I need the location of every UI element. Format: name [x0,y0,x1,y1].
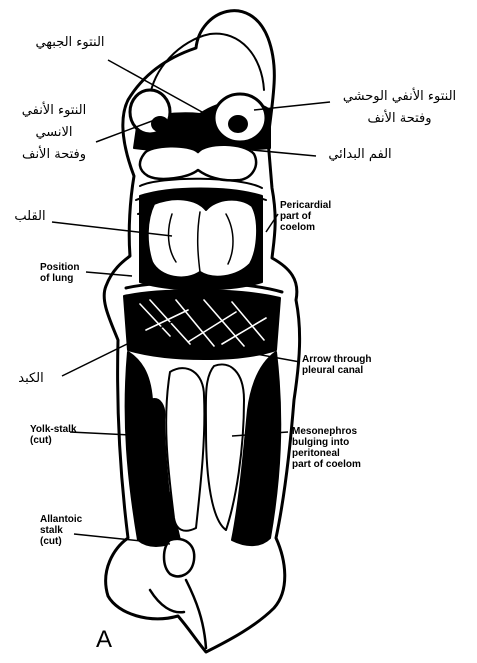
nasal-pit-left [152,117,168,131]
label-lateral-nasal: النتوء الأنفي الوحشي وفتحة الأنف [327,86,472,130]
label-pericardial: Pericardial part of coelom [280,200,331,233]
leader-lung [86,272,132,276]
label-yolk-stalk: Yolk-stalk (cut) [30,424,77,446]
leader-lateral-nasal [254,102,330,110]
heart [148,199,257,277]
nasal-pit-right [229,116,247,132]
label-allantoic: Allantoic stalk (cut) [40,514,82,547]
label-arrow-pleural: Arrow through pleural canal [302,354,371,376]
label-heart: القلب [4,206,56,228]
figure-letter: A [96,626,112,654]
label-primitive-mouth: الفم البدائي [314,144,406,166]
label-medial-nasal: النتوء الأنفي الانسي وفتحة الأنف [4,100,104,166]
frontal-process [150,34,264,98]
liver [124,290,280,359]
label-liver: الكبد [4,368,58,390]
gut-tube [166,368,204,531]
label-mesonephros: Mesonephros bulging into peritoneal part… [292,426,361,470]
tail [150,580,206,648]
label-frontal-process: النتوء الجبهي [20,32,120,54]
label-lung: Position of lung [40,262,79,284]
leader-mouth [252,150,316,156]
